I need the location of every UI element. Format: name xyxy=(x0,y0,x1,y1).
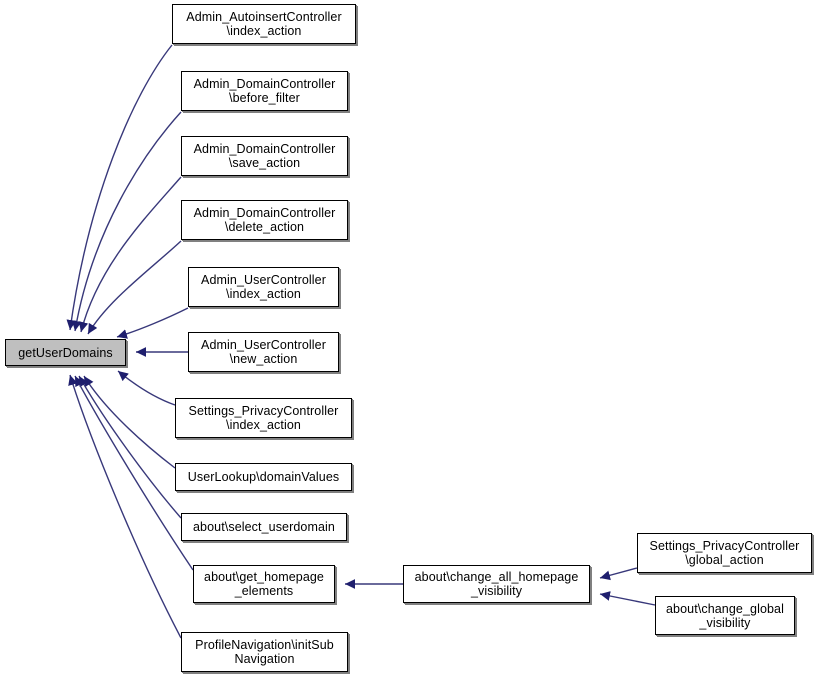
node-label: about\change_global _visibility xyxy=(666,601,784,630)
node-admin-domain-controller-delete-action[interactable]: Admin_DomainController \delete_action xyxy=(181,200,348,240)
node-about-select-userdomain[interactable]: about\select_userdomain xyxy=(181,513,347,541)
node-label: about\get_homepage _elements xyxy=(204,570,324,598)
node-label: Admin_DomainController \save_action xyxy=(193,142,336,170)
edge-n4-root xyxy=(87,240,182,335)
node-label: ProfileNavigation\initSub Navigation xyxy=(195,638,334,666)
node-about-get-homepage-elements[interactable]: about\get_homepage _elements xyxy=(193,565,335,603)
node-label: Admin_UserController \new_action xyxy=(201,338,326,366)
node-label: about\select_userdomain xyxy=(193,520,335,534)
edge-n9-root xyxy=(78,375,182,519)
edge-n14-n12 xyxy=(599,591,656,606)
node-label: about\change_all_homepage _visibility xyxy=(414,570,579,598)
node-profile-navigation-init-sub-navigation[interactable]: ProfileNavigation\initSub Navigation xyxy=(181,632,348,672)
node-label: Settings_PrivacyController \global_actio… xyxy=(649,539,800,567)
edge-n2-root xyxy=(71,111,182,332)
node-settings-privacy-controller-index-action[interactable]: Settings_PrivacyController \index_action xyxy=(175,398,352,438)
node-label: Admin_DomainController \delete_action xyxy=(193,206,336,234)
node-about-change-all-homepage-visibility[interactable]: about\change_all_homepage _visibility xyxy=(403,565,590,603)
node-admin-domain-controller-before-filter[interactable]: Admin_DomainController \before_filter xyxy=(181,71,348,111)
node-admin-user-controller-index-action[interactable]: Admin_UserController \index_action xyxy=(188,267,339,307)
node-label: getUserDomains xyxy=(18,345,113,360)
node-settings-privacy-controller-global-action[interactable]: Settings_PrivacyController \global_actio… xyxy=(637,533,812,573)
node-get-user-domains[interactable]: getUserDomains xyxy=(5,339,126,366)
edge-n11-root xyxy=(68,374,182,639)
edge-n7-root xyxy=(117,370,176,406)
edge-n13-n12 xyxy=(599,567,638,581)
edge-n8-root xyxy=(83,375,176,469)
node-label: Admin_AutoinsertController \index_action xyxy=(186,10,342,38)
node-about-change-global-visibility[interactable]: about\change_global _visibility xyxy=(655,596,795,635)
node-admin-domain-controller-save-action[interactable]: Admin_DomainController \save_action xyxy=(181,136,348,176)
node-label: Admin_DomainController \before_filter xyxy=(193,77,336,105)
edge-n1-root xyxy=(66,44,173,331)
edge-n5-root xyxy=(116,307,189,339)
edge-n3-root xyxy=(78,176,182,333)
node-label: Admin_UserController \index_action xyxy=(201,273,326,301)
node-user-lookup-domain-values[interactable]: UserLookup\domainValues xyxy=(175,463,352,491)
node-admin-autoinsert-controller-index-action[interactable]: Admin_AutoinsertController \index_action xyxy=(172,4,356,44)
node-label: Settings_PrivacyController \index_action xyxy=(188,404,339,432)
node-label: UserLookup\domainValues xyxy=(187,470,340,484)
node-admin-user-controller-new-action[interactable]: Admin_UserController \new_action xyxy=(188,332,339,372)
